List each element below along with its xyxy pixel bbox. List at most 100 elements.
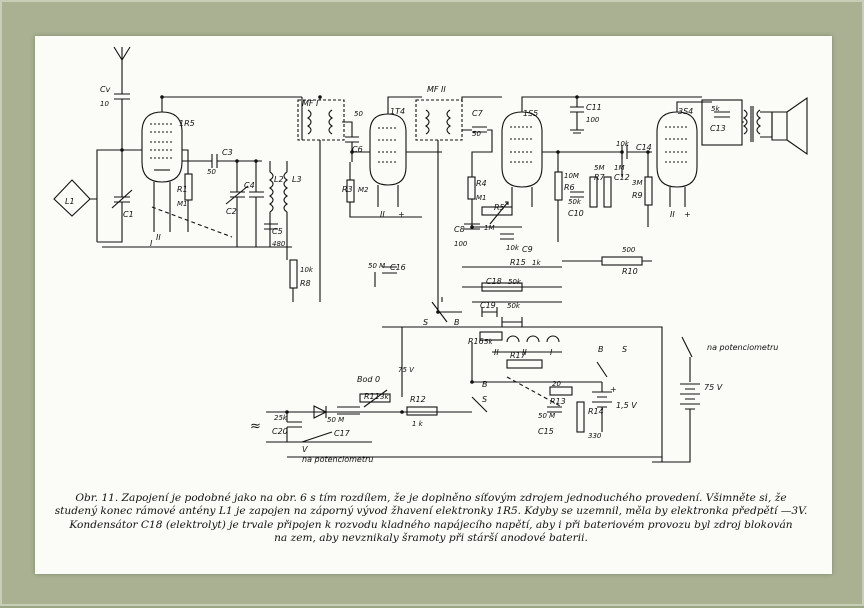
caption-line-2: studený konec rámové antény L1 je zapoje… — [54, 505, 808, 518]
capacitor-c20 — [287, 421, 302, 428]
battery-75v — [652, 357, 700, 463]
label-r7-value: 5M — [594, 164, 605, 172]
resistor-r7 — [589, 176, 598, 208]
label-switch-b2: B — [598, 345, 604, 354]
label-r9-value: 3M — [632, 179, 643, 187]
if-transformer-mf1 — [297, 99, 345, 141]
label-tube-3: 1S5 — [523, 109, 538, 118]
figure-caption: Obr. 11. Zapojení je podobné jako na obr… — [38, 492, 824, 546]
label-l2: L2 — [274, 175, 284, 184]
capacitor-c3 — [211, 154, 218, 168]
label-r16: R16 — [468, 337, 484, 346]
resistor-r14 — [576, 401, 585, 433]
resistor-r13 — [549, 386, 573, 396]
label-v: V — [302, 445, 308, 454]
label-c15: C15 — [538, 427, 554, 436]
label-r17: R17 — [510, 351, 527, 360]
tube-3s4 — [656, 111, 698, 188]
label-r3-value: M2 — [358, 186, 369, 194]
capacitor-cv — [114, 93, 130, 100]
capacitor-c7 — [472, 126, 487, 133]
label-r11-value: 3k — [380, 393, 389, 401]
label-l3: L3 — [292, 175, 302, 184]
label-r4: R4 — [476, 179, 487, 188]
coil-l3 — [283, 171, 288, 213]
rectifier-diode — [313, 405, 328, 419]
resistor-r15 — [481, 282, 523, 292]
capacitor-c18 — [481, 307, 498, 317]
label-c1: C1 — [123, 210, 134, 219]
label-c7: C7 — [472, 109, 484, 118]
label-r14: R14 — [588, 407, 604, 416]
label-c16: C16 — [390, 263, 406, 272]
label-cv-value: 10 — [100, 100, 109, 108]
label-pot-2: na potenciometru — [707, 343, 778, 352]
label-c13: C13 — [710, 124, 726, 133]
label-r1: R1 — [177, 185, 188, 194]
capacitor-c19 — [501, 317, 523, 327]
capacitor-c6 — [345, 136, 359, 143]
label-mf1: MF I — [302, 99, 319, 108]
label-switch-b: B — [454, 318, 460, 327]
label-c2: C2 — [226, 207, 237, 216]
mark-heater-ii-3: II — [670, 210, 675, 219]
label-r8-value: 10k — [300, 266, 314, 274]
label-c5-value: 480 — [272, 240, 286, 248]
capacitor-c4 — [249, 191, 264, 198]
label-c14: C14 — [636, 143, 652, 152]
switch-contacts — [506, 335, 560, 343]
frame-antenna-l1 — [53, 179, 91, 217]
caption-line-4: na zem, aby nevznikaly šramoty při stárš… — [274, 532, 588, 545]
label-r14-value: 330 — [588, 432, 602, 440]
coil-l2 — [269, 171, 274, 213]
label-r10-value: 500 — [622, 246, 636, 254]
capacitor-c13 — [714, 111, 730, 118]
label-r13-value: 20 — [552, 380, 561, 388]
resistor-r9 — [644, 176, 653, 206]
label-c15-value: 50 M — [538, 412, 555, 420]
label-c20: C20 — [272, 427, 288, 436]
label-pot-1: na potenciometru — [302, 455, 373, 464]
antenna-symbol — [113, 46, 131, 77]
label-c18: C18 — [486, 277, 502, 286]
capacitor-c15 — [547, 406, 562, 413]
label-c10: C10 — [568, 209, 584, 218]
resistor-r17 — [506, 359, 543, 369]
label-c19: C19 — [480, 301, 496, 310]
label-75v: 75 V — [398, 366, 415, 374]
label-c11: C11 — [586, 103, 602, 112]
label-r7: R7 — [594, 173, 606, 182]
label-tube-1: 1R5 — [179, 119, 195, 128]
output-transformer — [701, 99, 743, 146]
label-r15-value: 1k — [532, 259, 541, 267]
caption-line-1: Obr. 11. Zapojení je podobné jako na obr… — [75, 492, 787, 504]
label-r5: R5 — [494, 203, 505, 212]
label-r16-value: 5k — [484, 338, 493, 346]
label-switch-ii-2: II — [522, 348, 527, 357]
resistor-r12 — [406, 406, 438, 416]
label-c12: C12 — [614, 173, 630, 182]
label-c20-value: 25k — [274, 414, 288, 422]
loudspeaker — [771, 96, 808, 156]
mark-heater-plus-2: + — [684, 210, 691, 219]
label-r13: R13 — [550, 397, 566, 406]
label-r6: R6 — [564, 183, 575, 192]
mark-heater-ii-2: II — [380, 210, 385, 219]
capacitor-c9 — [500, 233, 514, 240]
label-c11-value: 100 — [586, 116, 600, 124]
mark-heater-plus: + — [398, 210, 405, 219]
tube-1s5 — [501, 111, 543, 188]
label-c17-value: 50 M — [327, 416, 344, 424]
battery-1-5v — [592, 382, 612, 432]
label-c4: C4 — [244, 181, 255, 190]
label-c8-value: 100 — [454, 240, 468, 248]
mark-battery-plus: + — [610, 385, 617, 394]
label-c16-value: 50 M — [368, 262, 385, 270]
label-tube-4: 3S4 — [678, 107, 693, 116]
resistor-r16 — [479, 331, 503, 341]
label-switch-b3: B — [482, 380, 488, 389]
label-r11: R11 — [364, 392, 380, 401]
label-c19-value: 50k — [507, 302, 521, 310]
